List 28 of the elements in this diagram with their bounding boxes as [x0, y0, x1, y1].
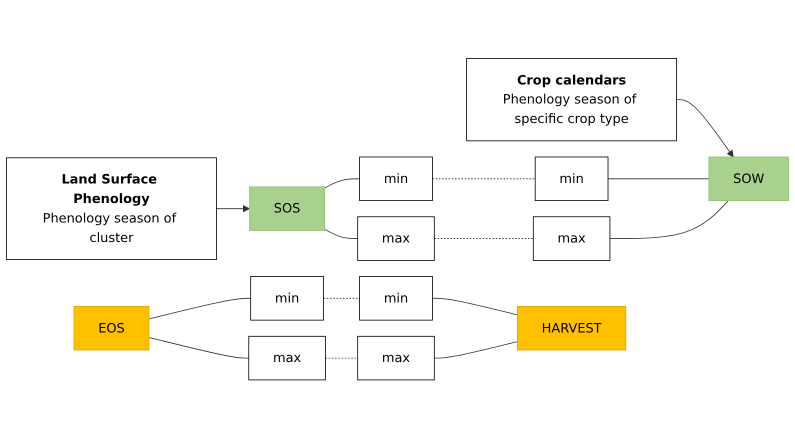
- connector: [432, 298, 518, 316]
- node-box: max: [357, 216, 435, 262]
- node-box: max: [532, 216, 610, 262]
- node-box: min: [359, 156, 433, 202]
- arrow: [216, 205, 250, 213]
- node-box: SOS: [249, 186, 325, 232]
- node-box: min: [534, 156, 608, 202]
- node-box: max: [248, 336, 326, 381]
- node-box: EOS: [74, 306, 150, 351]
- arrow: [676, 100, 734, 158]
- node-box: min: [359, 276, 433, 321]
- connector: [608, 178, 710, 180]
- connector: [324, 358, 358, 359]
- connector: [323, 298, 360, 300]
- node-box: Crop calendars Phenology season of specific crop type: [466, 58, 677, 142]
- connector: [324, 229, 358, 240]
- node-box: Land Surface Phenology Phenology season of cluster: [6, 158, 217, 260]
- node-box: HARVEST: [517, 306, 626, 351]
- connector: [148, 337, 250, 359]
- node-box: min: [250, 276, 324, 321]
- connector: [610, 200, 729, 240]
- connector: [148, 298, 252, 320]
- connector: [324, 178, 360, 189]
- node-box: max: [357, 336, 435, 381]
- connector: [434, 342, 518, 359]
- node-box: SOW: [708, 156, 789, 202]
- connector: [434, 238, 534, 240]
- connector: [432, 178, 536, 180]
